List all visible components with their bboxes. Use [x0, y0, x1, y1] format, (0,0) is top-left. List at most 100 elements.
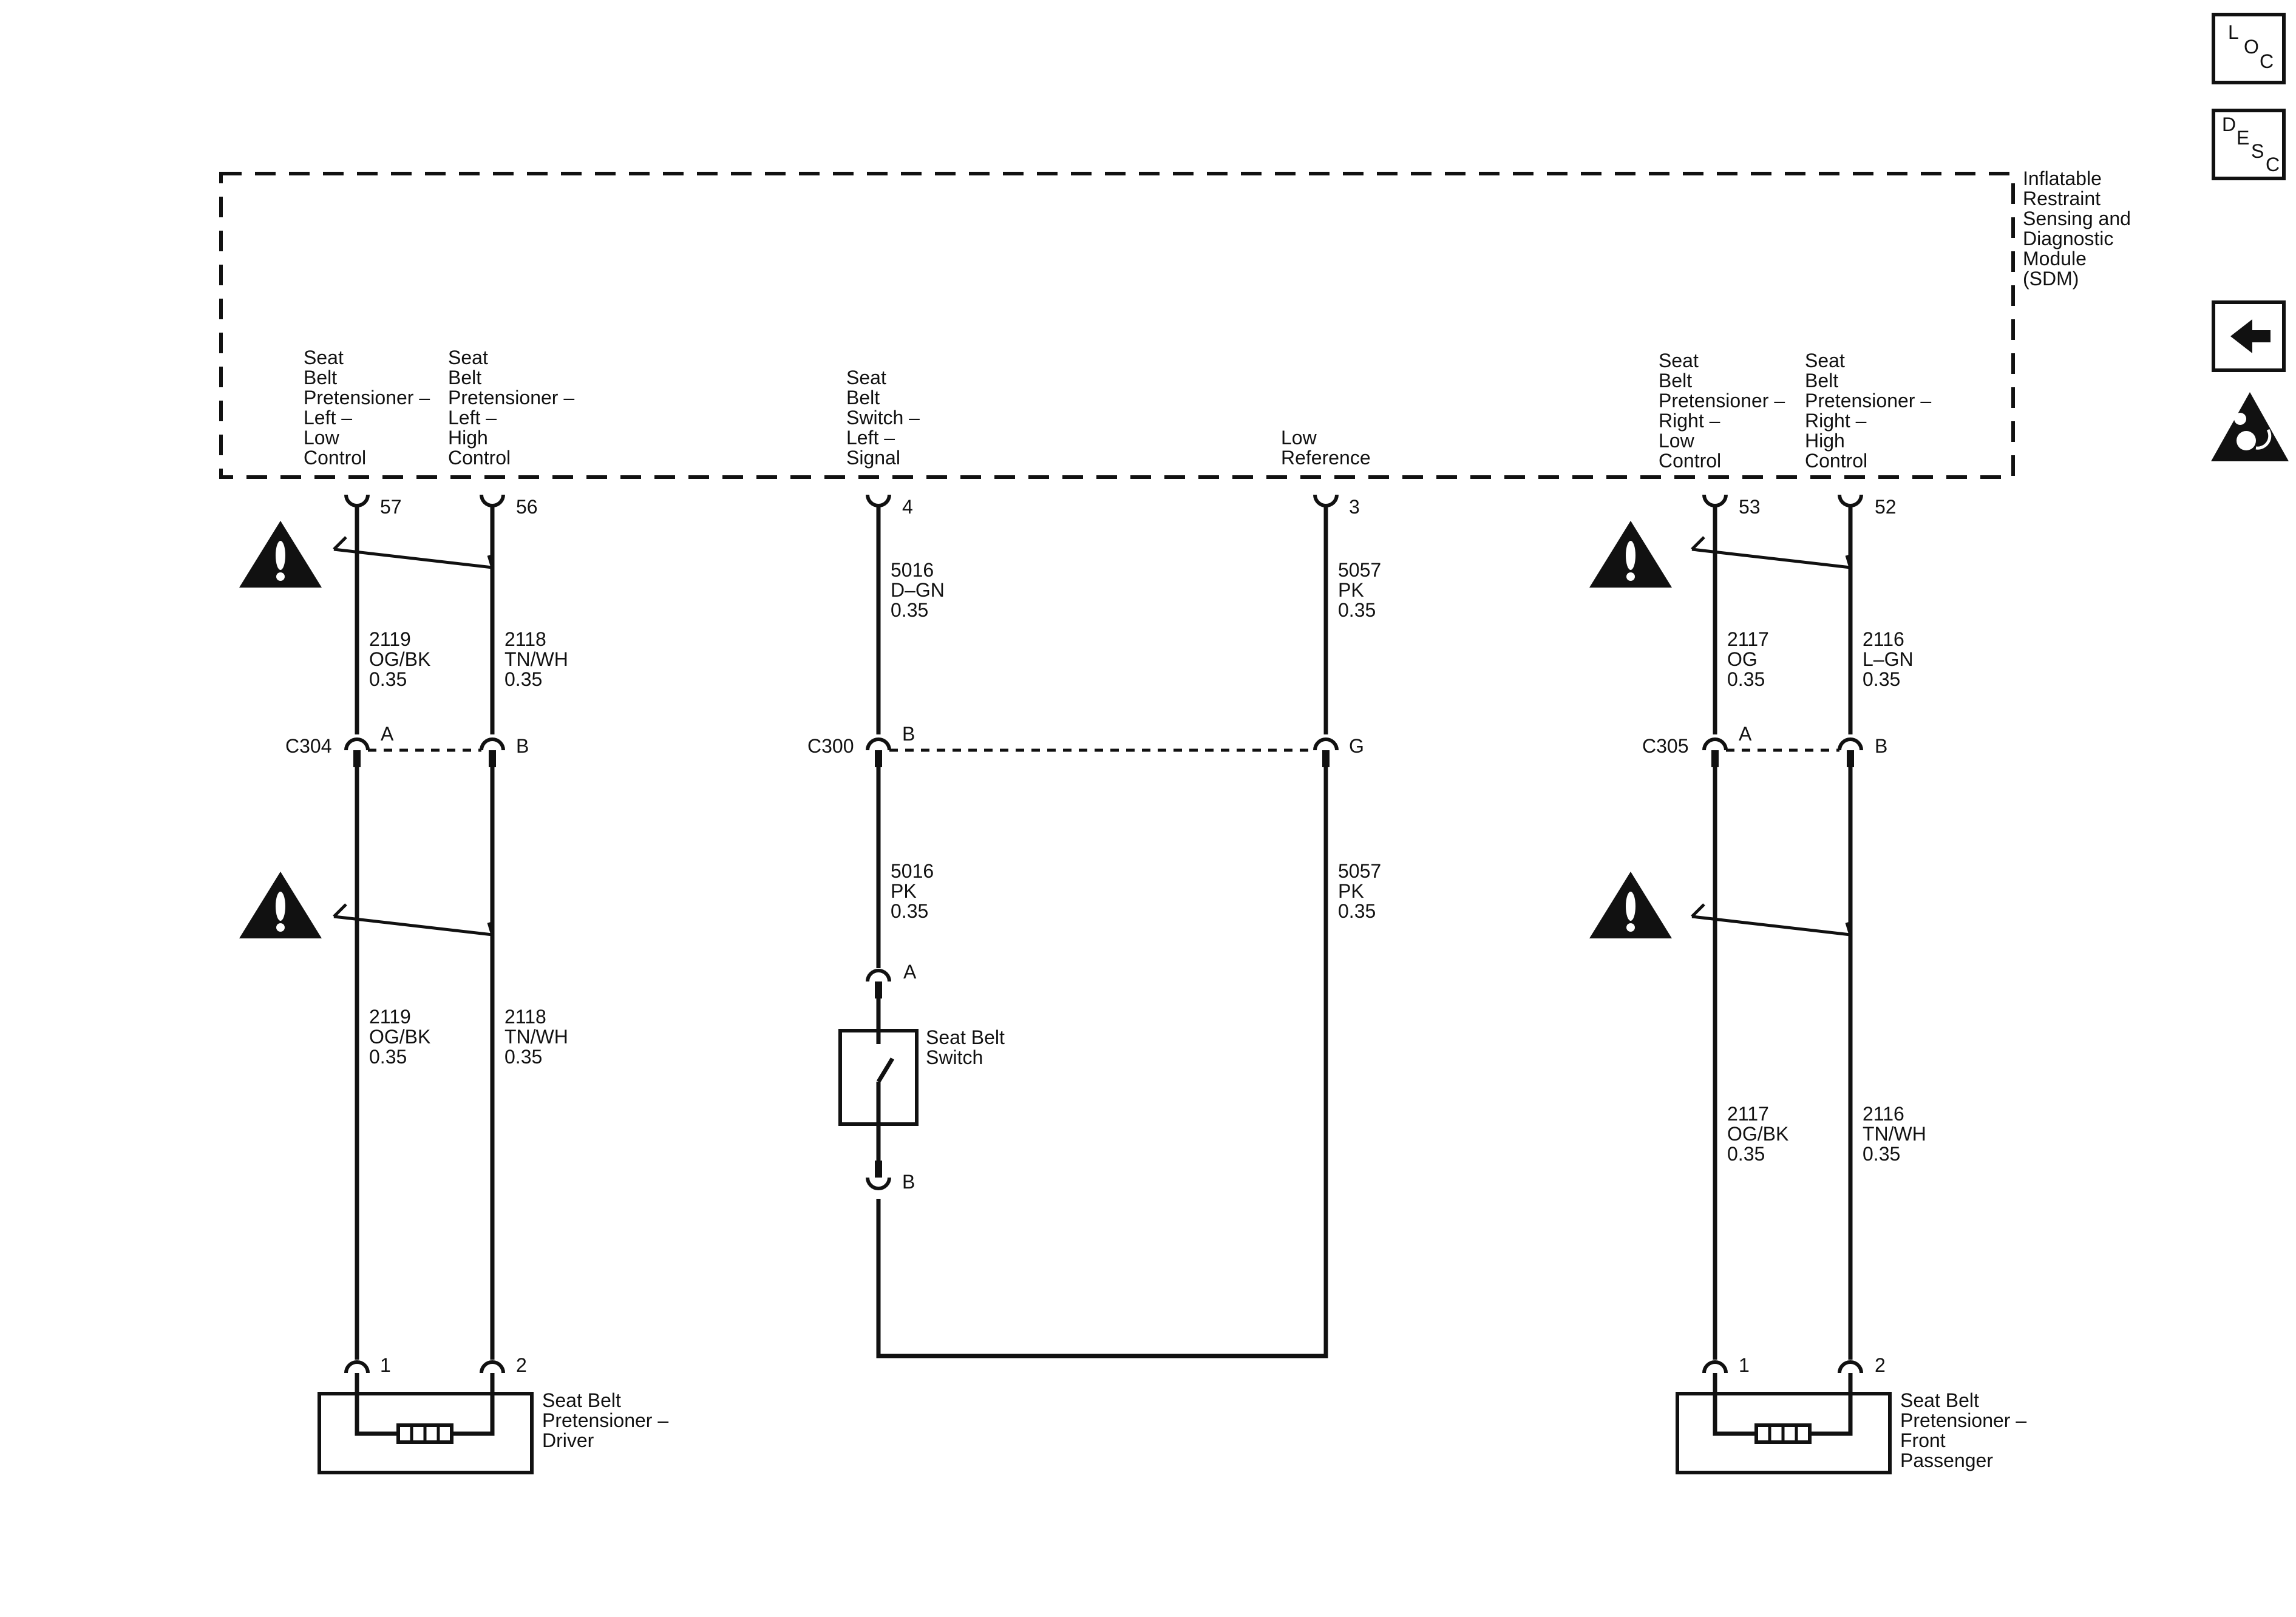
pretensioner-pin: 2 [516, 1354, 527, 1376]
terminal-label-line: Pretensioner – [304, 387, 430, 408]
wire-circuit: 2117 [1727, 628, 1769, 650]
desc-button[interactable]: D E S C [2212, 109, 2286, 180]
connector-pin: B [516, 735, 529, 757]
connector-pin: A [1739, 723, 1752, 745]
sdm-name-line: Diagnostic [2023, 228, 2113, 249]
wire-color: TN/WH [504, 1026, 568, 1048]
switch-pin: B [902, 1171, 915, 1193]
wires-lower [355, 767, 1853, 1360]
pretensioner-pin: 1 [380, 1354, 391, 1376]
wire-size: 0.35 [369, 668, 407, 690]
wire-size: 0.35 [504, 668, 542, 690]
wire-circuit: 5016 [891, 559, 934, 581]
seat-belt-switch: A Seat Belt Switch B [838, 961, 1005, 1193]
connector-pin: B [902, 723, 915, 745]
wire-size: 0.35 [1338, 900, 1376, 922]
terminal-id: 4 [902, 496, 913, 518]
sdm-module-box [219, 172, 2015, 479]
wire-color: PK [1338, 880, 1364, 902]
wire-color: PK [891, 880, 917, 902]
wire-circuit: 2116 [1863, 628, 1904, 650]
connector-c300: C300 B G [807, 723, 1364, 767]
airbag-warning-icon[interactable] [2211, 392, 2289, 461]
terminal-label-line: Left – [448, 407, 497, 429]
wire-circuit: 2116 [1863, 1103, 1904, 1125]
terminal-id: 52 [1875, 496, 1897, 518]
twisted-pair-shield [333, 536, 495, 569]
sdm-name-line: (SDM) [2023, 268, 2079, 290]
wire-label-lower: 2119 OG/BK 0.35 2118 TN/WH 0.35 5016 PK … [369, 860, 1926, 1165]
connector-pin: B [1875, 735, 1887, 757]
sdm-module-name: Inflatable Restraint Sensing and Diagnos… [2023, 168, 2131, 290]
wire-color: OG/BK [369, 1026, 430, 1048]
desc-letter: E [2237, 127, 2249, 149]
terminal-id: 57 [380, 496, 402, 518]
connector-name: C305 [1642, 735, 1689, 757]
terminal-label-line: Seat [846, 367, 886, 388]
desc-letter: S [2251, 140, 2264, 162]
warning-icon [239, 521, 322, 588]
wire-size: 0.35 [1863, 668, 1900, 690]
wire-circuit: 2118 [504, 1006, 546, 1028]
wire-size: 0.35 [1863, 1143, 1900, 1165]
terminal-label-line: Belt [1659, 370, 1692, 392]
terminal-label-4: Seat Belt Switch – Left – Signal [846, 367, 920, 469]
back-button[interactable] [2212, 300, 2286, 372]
connector-name: C304 [285, 735, 332, 757]
wire-color: OG/BK [1727, 1123, 1788, 1145]
terminal-label-line: Seat [1805, 350, 1845, 371]
terminal-id: 56 [516, 496, 538, 518]
connector-pin: G [1349, 735, 1364, 757]
terminal-label-line: Belt [846, 387, 880, 408]
loc-letter: C [2260, 50, 2274, 72]
desc-letter: D [2222, 114, 2236, 135]
terminal-label-line: Low [1659, 430, 1695, 452]
arrow-left-icon [2230, 319, 2271, 353]
pretensioner-pin: 1 [1739, 1354, 1750, 1376]
sdm-terminal-53: 53 [1702, 494, 1761, 518]
wire-color: TN/WH [1863, 1123, 1926, 1145]
loc-letter: O [2244, 36, 2259, 58]
terminal-id: 3 [1349, 496, 1360, 518]
seat-belt-pretensioner-passenger: 1 2 Seat Belt Pretensioner – Front Passe… [1676, 1354, 2026, 1474]
terminal-label-52: Seat Belt Pretensioner – Right – High Co… [1805, 350, 1931, 472]
terminal-label-line: Low [304, 427, 340, 449]
wire-size: 0.35 [1727, 1143, 1765, 1165]
sdm-name-line: Inflatable [2023, 168, 2102, 189]
connector-pin: A [381, 723, 394, 745]
wire-color: L–GN [1863, 648, 1914, 670]
terminal-label-line: Control [1659, 450, 1721, 472]
sdm-name-line: Module [2023, 248, 2087, 270]
sdm-terminal-4: 4 [866, 494, 913, 518]
switch-label-line: Seat Belt [926, 1026, 1005, 1048]
wire-size: 0.35 [504, 1046, 542, 1068]
terminal-label-line: Reference [1281, 447, 1371, 469]
terminal-label-53: Seat Belt Pretensioner – Right – Low Con… [1659, 350, 1785, 472]
terminal-label-line: Seat [304, 347, 344, 368]
switch-contact [877, 1057, 894, 1083]
wire-size: 0.35 [369, 1046, 407, 1068]
wire-size: 0.35 [891, 599, 928, 621]
terminal-label-line: Belt [448, 367, 481, 388]
wire-color: OG/BK [369, 648, 430, 670]
wire-color: OG [1727, 648, 1758, 670]
sdm-terminal-57: 57 [344, 494, 402, 518]
connector-c305: C305 A B [1642, 723, 1887, 767]
terminal-label-line: Seat [1659, 350, 1699, 371]
pretensioner-label-line: Driver [542, 1429, 594, 1451]
pretensioner-label-line: Pretensioner – [1900, 1409, 2026, 1431]
sdm-terminal-56: 56 [480, 494, 538, 518]
wire-color: TN/WH [504, 648, 568, 670]
wire-circuit: 5057 [1338, 559, 1381, 581]
sdm-terminal-52: 52 [1838, 494, 1897, 518]
loc-button[interactable]: L O C [2212, 13, 2286, 84]
wire-size: 0.35 [891, 900, 928, 922]
switch-label-line: Switch [926, 1046, 983, 1068]
wire-size: 0.35 [1338, 599, 1376, 621]
sdm-name-line: Sensing and [2023, 208, 2131, 229]
terminal-label-line: Pretensioner – [448, 387, 574, 408]
terminal-label-line: Left – [846, 427, 895, 449]
loc-letter: L [2228, 21, 2239, 43]
wires-upper [355, 513, 1853, 734]
